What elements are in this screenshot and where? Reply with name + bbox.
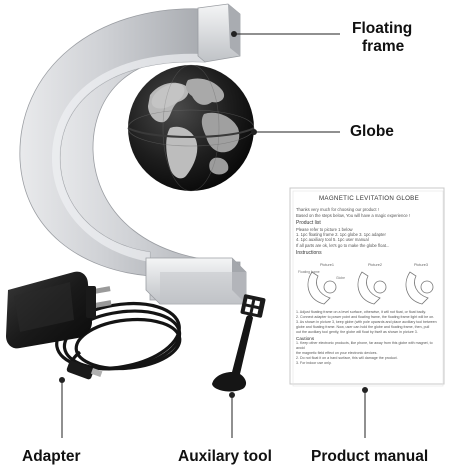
floating-frame-label-line1: Floating: [352, 20, 413, 37]
manual-figure-3: [405, 271, 434, 305]
floating-frame-label-line2: frame: [362, 38, 405, 55]
manual-fig-sub-1: Floating frame: [298, 270, 320, 274]
floating-frame-pointer: [231, 31, 340, 37]
floating-frame: [19, 3, 247, 305]
globe-label: Globe: [350, 123, 394, 140]
manual-steps-block: 1. Adjust floating frame on a level surf…: [296, 310, 442, 366]
auxiliary-tool-pointer: [229, 392, 235, 438]
manual-product-list-2: 1. 1pc floating frame 2. 1pc globe 3. 1p…: [296, 232, 386, 238]
manual-intro-2: Based on the steps below, You will have …: [296, 212, 411, 218]
manual-product-list-heading: Product list: [296, 220, 321, 227]
manual-figure-2: [357, 271, 387, 305]
adapter-label: Adapter: [22, 448, 81, 465]
manual-fig-label-1: Picture1: [320, 263, 334, 267]
manual-caution-3: 2. Do not float it on a hard surface, th…: [296, 356, 398, 361]
manual-title: MAGNETIC LEVITATION GLOBE: [318, 195, 420, 202]
product-manual: [289, 187, 445, 387]
manual-step-2: 2. Connect adapter to power point and fl…: [296, 314, 435, 319]
auxiliary-tool: [212, 294, 266, 392]
manual-caution-4: 3. For indoor use only.: [296, 361, 332, 366]
manual-pointer: [362, 387, 368, 438]
manual-caution-2: the magnetic field effect on your electr…: [296, 351, 378, 356]
manual-step-3b: globe and floating frame. Now, user can …: [296, 324, 430, 329]
manual-intro-1: Thanks very much for choosing our produc…: [296, 207, 379, 213]
manual-product-list-1: Please refer to picture 1 below: [296, 226, 353, 232]
manual-step-3c: out the auxiliary tool gently, the globe…: [296, 329, 418, 334]
manual-fig-sub-2: Globe: [336, 276, 346, 280]
manual-cautions-heading: Cautions: [296, 335, 315, 341]
adapter: [6, 271, 182, 380]
manual-product-list-3: 4. 1pc auxiliary tool 5. 1pc user manual: [296, 237, 369, 243]
floating-frame-label: Floating frame: [352, 20, 412, 56]
product-manual-label: Product manual: [311, 448, 429, 465]
auxiliary-tool-label: Auxilary tool: [178, 448, 272, 465]
adapter-pointer: [59, 377, 65, 438]
manual-product-list-4: If all parts are ok, let's go to make th…: [296, 242, 390, 248]
manual-step-3a: 3. As shown in picture 3, keep globe (wi…: [296, 319, 437, 324]
globe: [127, 64, 255, 192]
manual-caution-1: 1. Keep other electronic products, like …: [296, 341, 433, 351]
manual-text-block: MAGNETIC LEVITATION GLOBE Thanks very mu…: [296, 195, 442, 257]
manual-figure-1: [307, 271, 337, 305]
globe-pointer: [251, 129, 340, 135]
manual-fig-label-3: Picture3: [414, 263, 428, 267]
manual-step-1: 1. Adjust floating frame on a level surf…: [296, 310, 426, 314]
manual-fig-label-2: Picture2: [368, 263, 382, 267]
manual-instructions-heading: Instructions: [296, 250, 322, 257]
